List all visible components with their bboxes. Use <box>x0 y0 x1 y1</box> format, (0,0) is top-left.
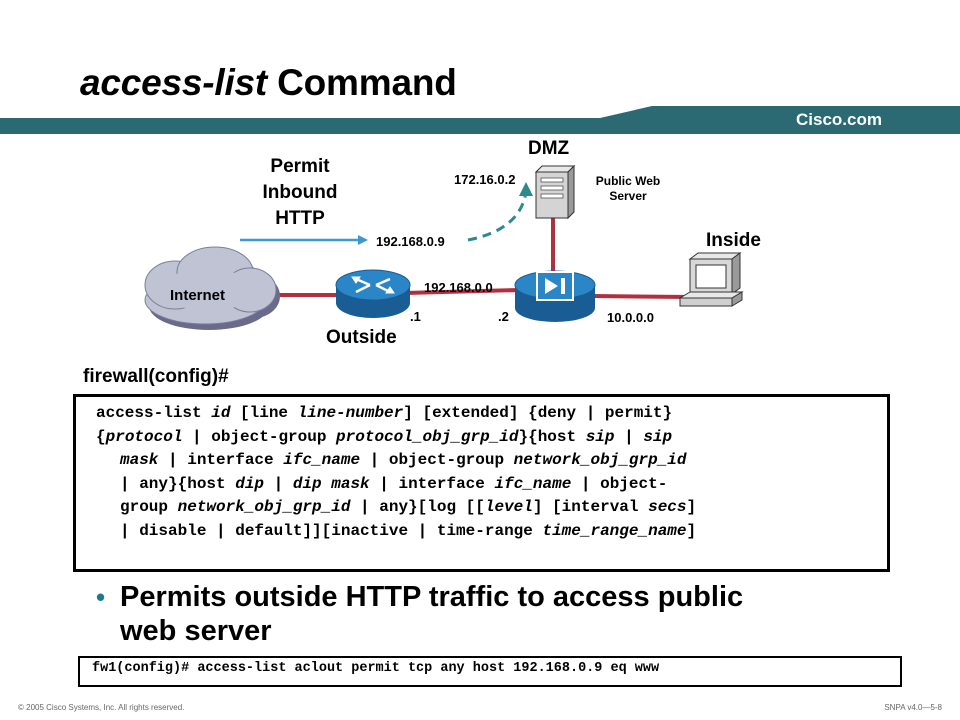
inside-net-label: 10.0.0.0 <box>607 310 654 325</box>
router-icon <box>335 269 411 318</box>
syntax-line-4: | any}{host dip | dip mask | interface i… <box>120 474 668 493</box>
example-box <box>78 656 902 687</box>
slide-title: access-list Command <box>80 62 457 103</box>
static-ip-label: 192.168.0.9 <box>376 234 445 249</box>
syntax-line-3: mask | interface ifc_name | object-group… <box>120 451 687 469</box>
course-footer: SNPA v4.0—5-8 <box>884 703 942 712</box>
syntax-line-5: group network_obj_grp_id | any}[log [[le… <box>120 498 697 516</box>
config-prompt: firewall(config)# <box>83 366 229 387</box>
static-translation-arrow <box>467 191 528 242</box>
copyright-footer: © 2005 Cisco Systems, Inc. All rights re… <box>18 703 185 712</box>
example-command: fw1(config)# access-list aclout permit t… <box>92 661 660 676</box>
network-diagram <box>144 164 744 330</box>
syntax-line-6: | disable | default]][inactive | time-ra… <box>120 521 697 540</box>
bullet-marker: • <box>96 582 106 612</box>
internet-label: Internet <box>170 287 226 304</box>
server-name-line1: Public Web <box>595 174 661 188</box>
brand-text: Cisco.com <box>796 110 882 129</box>
firewall-icon <box>514 270 596 322</box>
inside-label: Inside <box>706 230 761 251</box>
server-name-label: Public Web Server <box>580 174 676 204</box>
outside-label: Outside <box>326 327 397 348</box>
command-syntax: access-list id [line line-number] [exten… <box>96 402 896 543</box>
bullet-line-1: Permits outside HTTP traffic to access p… <box>120 581 744 613</box>
firewall-inside-link <box>591 294 691 299</box>
server-ip-label: 172.16.0.2 <box>454 172 516 187</box>
syntax-line-2: {protocol | object-group protocol_obj_gr… <box>96 427 673 446</box>
permit-label-line1: Permit <box>270 156 330 177</box>
router-host-label: .1 <box>410 309 421 324</box>
syntax-line-1: access-list id [line line-number] [exten… <box>96 404 673 422</box>
firewall-host-label: .2 <box>498 309 509 324</box>
permit-label: Permit Inbound HTTP <box>240 154 360 232</box>
bullet-point: • Permits outside HTTP traffic to access… <box>96 580 856 648</box>
bullet-line-2: web server <box>120 615 272 647</box>
server-name-line2: Server <box>609 189 647 203</box>
internet-cloud-icon <box>144 246 280 330</box>
router-firewall-link <box>404 288 521 295</box>
dmz-label: DMZ <box>528 138 570 159</box>
outside-net-label: 192.168.0.0 <box>424 280 493 295</box>
server-icon <box>534 164 576 220</box>
header-band <box>0 106 960 134</box>
permit-label-line3: HTTP <box>275 208 325 229</box>
pc-icon <box>678 252 744 307</box>
syntax-box <box>73 394 890 572</box>
permit-label-line2: Inbound <box>262 182 338 203</box>
